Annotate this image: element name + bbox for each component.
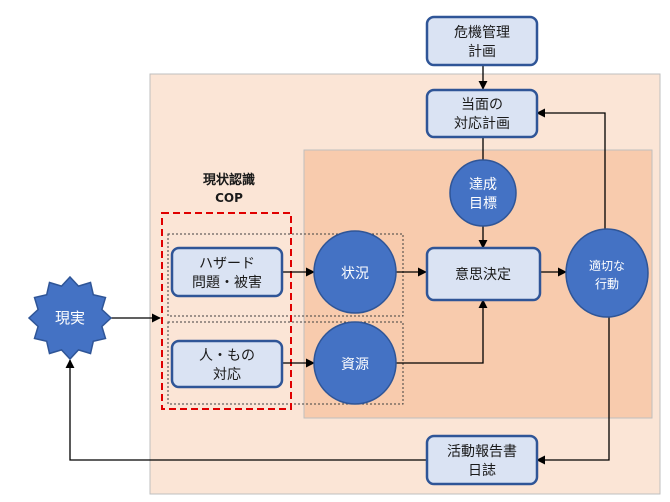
- goal-circle: [449, 159, 517, 227]
- arrow-report-to-reality: [65, 359, 428, 461]
- people-things-box: [170, 339, 284, 389]
- current-plan-label-2: 対応計画: [454, 116, 510, 132]
- resources-label: 資源: [341, 357, 369, 373]
- people-things-label-1: 人・もの: [199, 348, 255, 364]
- arrow-resources-to-decision: [396, 299, 488, 364]
- action-ellipse: [565, 228, 649, 318]
- current-plan-label-1: 当面の: [461, 97, 503, 113]
- report-label-1: 活動報告書: [447, 444, 517, 460]
- report-label-2: 日誌: [468, 463, 496, 479]
- crisis-plan-label-1: 危機管理: [454, 25, 510, 41]
- reality-star: [27, 275, 113, 361]
- crisis-plan-label-2: 計画: [468, 44, 496, 60]
- current-plan-box: [425, 88, 539, 139]
- action-label-2: 行動: [595, 277, 619, 291]
- arrow-action-to-report: [536, 316, 610, 465]
- situation-group-frame: [167, 233, 404, 317]
- people-things-label-2: 対応: [213, 367, 241, 383]
- reality-label: 現実: [55, 309, 85, 327]
- hazard-label-1: ハザード: [199, 256, 255, 272]
- hazard-label-2: 問題・被害: [192, 275, 262, 291]
- decision-box: [425, 246, 542, 302]
- hazard-box: [170, 246, 284, 298]
- cop-subtitle: COP: [215, 191, 243, 205]
- goal-label-1: 達成: [469, 177, 497, 193]
- action-label-1: 適切な: [589, 258, 625, 273]
- situation-label: 状況: [341, 266, 369, 282]
- cop-title: 現状認識: [203, 172, 255, 188]
- decision-label: 意思決定: [455, 266, 511, 283]
- arrow-action-to-current: [536, 108, 606, 230]
- crisis-plan-box: [425, 15, 539, 67]
- cop-frame: [161, 212, 292, 410]
- resources-circle: [313, 321, 397, 405]
- situation-circle: [313, 230, 397, 314]
- goal-label-2: 目標: [469, 196, 497, 212]
- report-box: [425, 434, 539, 486]
